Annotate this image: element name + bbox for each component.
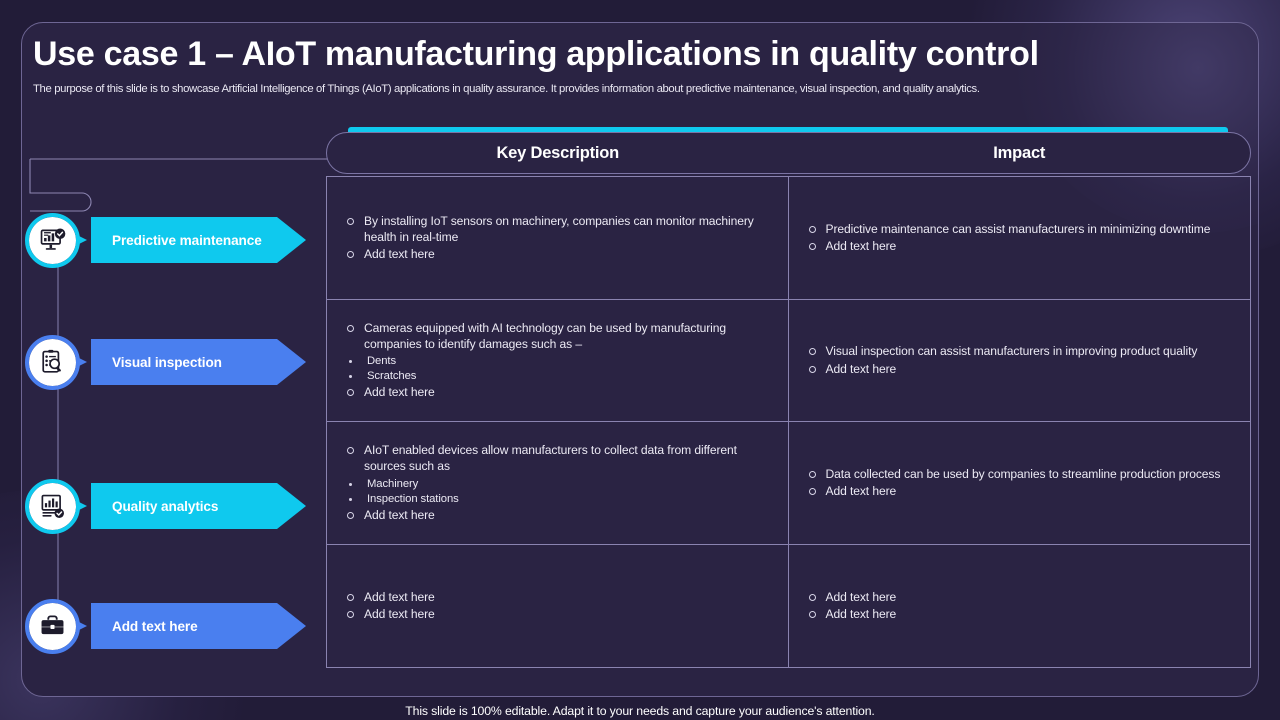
rail-item-label: Quality analytics xyxy=(112,498,219,514)
cell-impact: Visual inspection can assist manufacture… xyxy=(789,300,1251,421)
cell-impact: Data collected can be used by companies … xyxy=(789,422,1251,544)
table-row: Add text here Add text here Add text her… xyxy=(327,545,1250,667)
column-header-key-description: Key Description xyxy=(496,143,620,162)
sub-bullet-list: Dents Scratches xyxy=(345,354,774,384)
rail-item-quality-analytics[interactable]: Quality analytics xyxy=(25,478,329,534)
rail-item-predictive-maintenance[interactable]: Predictive maintenance xyxy=(25,212,329,268)
rail-item-add-text-here[interactable]: Add text here xyxy=(25,598,329,654)
bullet-item: Add text here xyxy=(807,238,1237,254)
rail-caret-icon xyxy=(79,357,89,367)
briefcase-icon xyxy=(25,598,80,654)
sub-bullet-item: Dents xyxy=(345,354,774,369)
bullet-item: Predictive maintenance can assist manufa… xyxy=(807,221,1237,237)
clipboard-magnifier-icon xyxy=(25,334,80,390)
table-header: Key Description Impact xyxy=(326,127,1251,180)
rail-caret-icon xyxy=(79,501,89,511)
page-subtitle: The purpose of this slide is to showcase… xyxy=(33,83,980,95)
bullet-item: Add text here xyxy=(807,483,1237,499)
report-chart-check-icon xyxy=(25,478,80,534)
bullet-item: Add text here xyxy=(345,507,774,523)
sub-bullet-item: Machinery xyxy=(345,477,774,492)
rail-caret-icon xyxy=(79,621,89,631)
bullet-item: Add text here xyxy=(807,606,1237,622)
bullet-item: Add text here xyxy=(345,606,774,622)
sub-bullet-list: Machinery Inspection stations xyxy=(345,477,774,507)
bullet-item: AIoT enabled devices allow manufacturers… xyxy=(345,442,774,474)
bullet-item: Data collected can be used by companies … xyxy=(807,466,1237,482)
rail-item-visual-inspection[interactable]: Visual inspection xyxy=(25,334,329,390)
page-title: Use case 1 – AIoT manufacturing applicat… xyxy=(33,35,1039,73)
bullet-item: Add text here xyxy=(345,589,774,605)
cell-key-description: Add text here Add text here xyxy=(327,545,789,667)
rail-item-label: Predictive maintenance xyxy=(112,232,262,248)
footer-note: This slide is 100% editable. Adapt it to… xyxy=(405,704,875,718)
process-rail: Predictive maintenance Visual inspect xyxy=(25,209,329,669)
bullet-item: Add text here xyxy=(345,246,774,262)
cell-impact: Add text here Add text here xyxy=(789,545,1251,667)
table-body: By installing IoT sensors on machinery, … xyxy=(326,176,1251,668)
rail-arrow-label[interactable]: Visual inspection xyxy=(91,339,311,385)
rail-arrow-label[interactable]: Add text here xyxy=(91,603,311,649)
rail-item-label: Visual inspection xyxy=(112,354,222,370)
cell-key-description: By installing IoT sensors on machinery, … xyxy=(327,177,789,299)
table-header-pill: Key Description Impact xyxy=(326,132,1251,174)
sub-bullet-item: Inspection stations xyxy=(345,492,774,507)
bullet-item: Add text here xyxy=(807,361,1237,377)
bullet-item: Add text here xyxy=(807,589,1237,605)
bullet-item: Cameras equipped with AI technology can … xyxy=(345,320,774,352)
bullet-item: Visual inspection can assist manufacture… xyxy=(807,343,1237,359)
rail-arrow-label[interactable]: Predictive maintenance xyxy=(91,217,311,263)
slide-card: Use case 1 – AIoT manufacturing applicat… xyxy=(21,22,1259,697)
cell-key-description: AIoT enabled devices allow manufacturers… xyxy=(327,422,789,544)
bullet-item: Add text here xyxy=(345,384,774,400)
table-row: By installing IoT sensors on machinery, … xyxy=(327,177,1250,300)
column-header-impact: Impact xyxy=(993,143,1046,162)
bullet-item: By installing IoT sensors on machinery, … xyxy=(345,213,774,245)
cell-impact: Predictive maintenance can assist manufa… xyxy=(789,177,1251,299)
rail-caret-icon xyxy=(79,235,89,245)
table-row: AIoT enabled devices allow manufacturers… xyxy=(327,422,1250,545)
cell-key-description: Cameras equipped with AI technology can … xyxy=(327,300,789,421)
rail-arrow-label[interactable]: Quality analytics xyxy=(91,483,311,529)
monitor-chart-check-icon xyxy=(25,212,80,268)
sub-bullet-item: Scratches xyxy=(345,369,774,384)
rail-item-label: Add text here xyxy=(112,618,198,634)
table-row: Cameras equipped with AI technology can … xyxy=(327,300,1250,422)
